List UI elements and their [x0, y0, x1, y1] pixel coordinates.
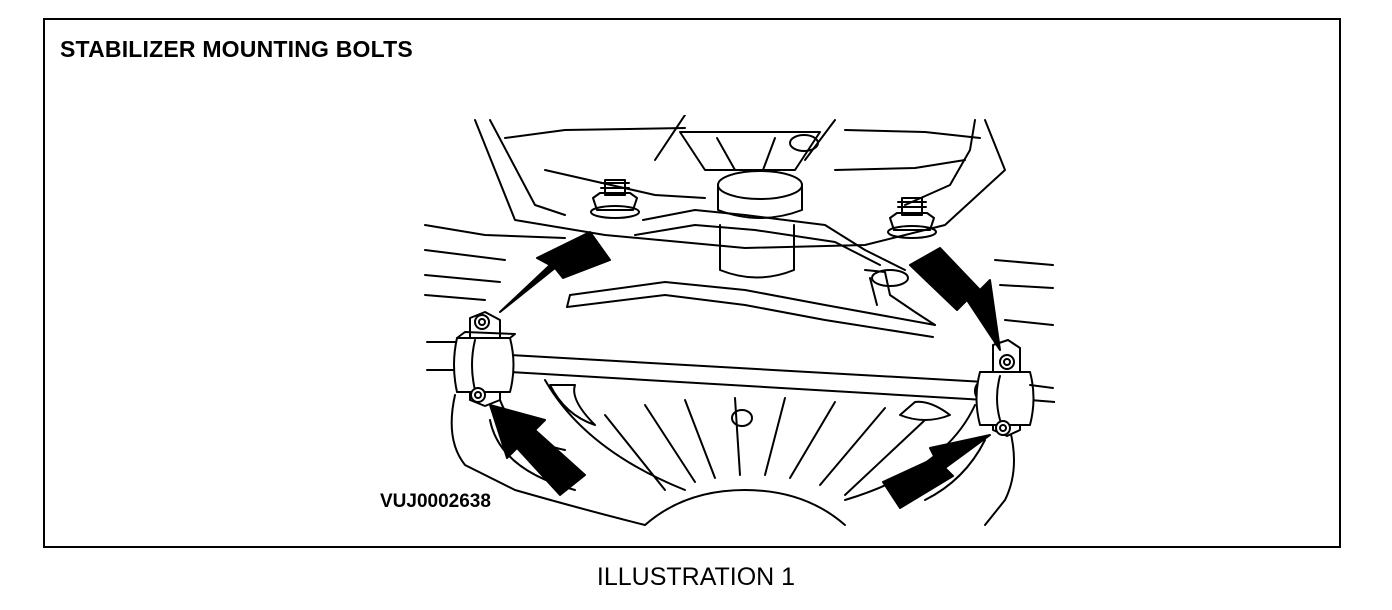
- right-bushing-clamp: [975, 339, 1054, 437]
- left-bushing-clamp: [453, 311, 516, 407]
- lower-right-arrow: [882, 434, 991, 509]
- upper-right-arrow: [909, 247, 1001, 351]
- right-stud: [887, 197, 937, 239]
- lower-left-arrow: [489, 404, 586, 496]
- illustration-title: STABILIZER MOUNTING BOLTS: [60, 36, 413, 62]
- crossmember: [566, 269, 936, 338]
- side-rails: [424, 224, 1055, 403]
- upper-left-arrow: [499, 231, 611, 313]
- stabilizer-drawing: [424, 115, 1055, 526]
- left-stud: [590, 179, 640, 219]
- upper-housing: [474, 115, 1006, 249]
- center-mount: [634, 131, 906, 279]
- figure-code: VUJ0002638: [380, 491, 491, 512]
- illustration-frame: STABILIZER MOUNTING BOLTS: [43, 18, 1341, 548]
- illustration-caption: ILLUSTRATION 1: [596, 563, 796, 591]
